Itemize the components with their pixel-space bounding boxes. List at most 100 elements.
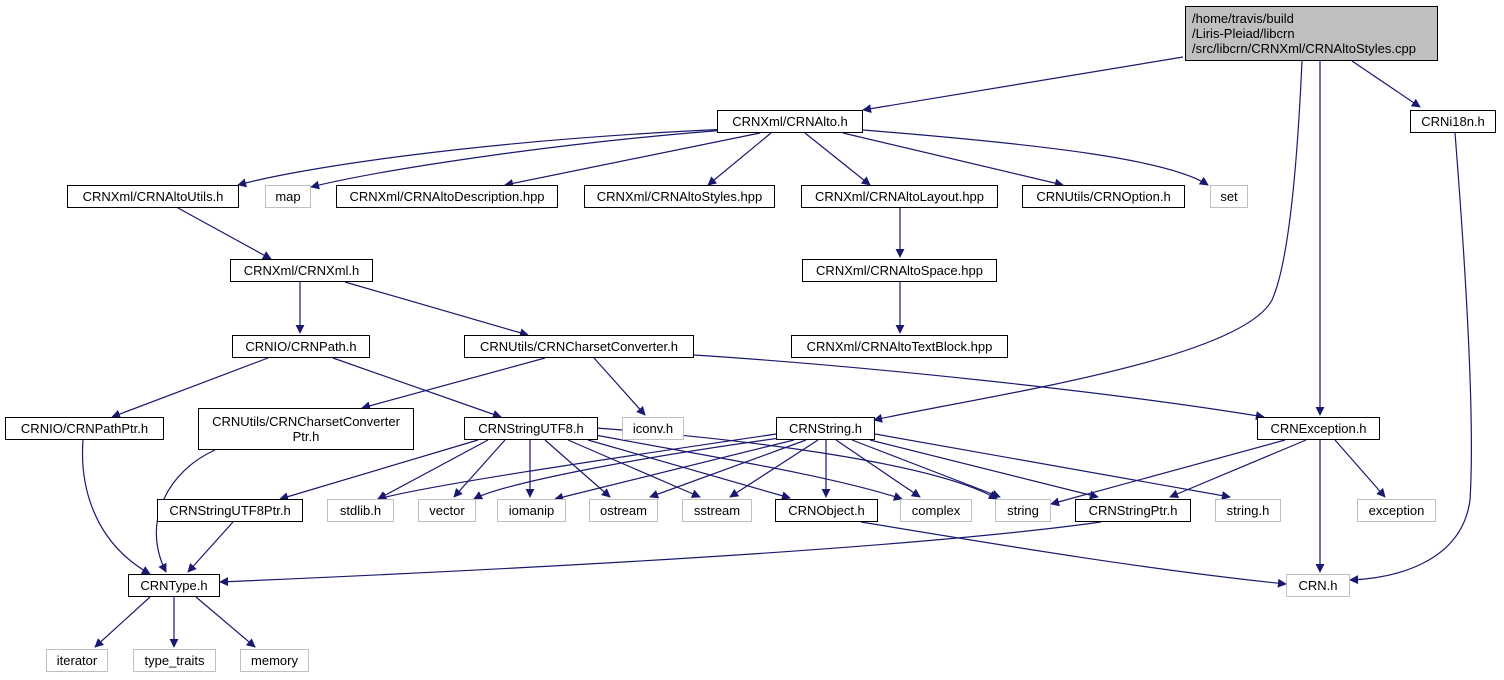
node-label: type_traits [144,653,205,668]
node-label: iterator [56,653,98,668]
edge-utf8ptr-type [187,521,234,573]
node-crnaltotextblock[interactable]: CRNXml/CRNAltoTextBlock.hpp [791,335,1008,358]
node-label: CRNXml/CRNAltoSpace.hpp [816,263,983,278]
node-crni18n[interactable]: CRNi18n.h [1410,110,1496,133]
node-iconv[interactable]: iconv.h [622,417,684,440]
node-label: CRNXml/CRNAltoStyles.hpp [596,189,763,204]
node-crnstringutf8ptr[interactable]: CRNStringUTF8Ptr.h [157,499,303,522]
edge-path-utf8 [332,357,502,419]
edge-alto-altolayout [804,132,871,186]
node-iomanip[interactable]: iomanip [497,499,566,522]
node-label: CRNType.h [140,578,208,593]
node-label: iconv.h [632,421,674,436]
edge-type-memory [195,596,256,648]
node-label: CRNUtils/CRNCharsetConverter.h [480,339,678,354]
edge-alto-altoutils [237,128,731,188]
node-label: sstream [693,503,741,518]
edge-crnstring-string [851,439,1001,499]
node-crnstringptr[interactable]: CRNStringPtr.h [1075,499,1191,522]
node-vector[interactable]: vector [418,499,476,522]
node-label: CRNString.h [789,421,862,436]
edge-crnstring-complex [835,439,921,498]
node-set[interactable]: set [1210,185,1248,208]
node-crnexception[interactable]: CRNException.h [1257,417,1380,440]
node-memory[interactable]: memory [240,649,309,672]
node-label: memory [251,653,298,668]
edge-utf8-object [587,439,791,501]
node-label: CRNException.h [1270,421,1367,436]
node-label: CRNXml/CRNAltoUtils.h [82,189,224,204]
edge-charset-exception [693,354,1265,421]
node-label: string.h [1226,503,1270,518]
node-label: exception [1368,503,1425,518]
node-crnoption[interactable]: CRNUtils/CRNOption.h [1022,185,1185,208]
node-label: map [275,189,301,204]
node-crn-h[interactable]: CRN.h [1286,574,1350,597]
node-crncharsetconverter[interactable]: CRNUtils/CRNCharsetConverter.h [464,335,694,358]
node-label: CRNIO/CRNPath.h [245,339,357,354]
node-sstream[interactable]: sstream [682,499,752,522]
edge-root-alto [862,56,1184,114]
node-crnxml[interactable]: CRNXml/CRNXml.h [230,259,373,282]
root-file-node: /home/travis/build /Liris-Pleiad/libcrn … [1185,6,1438,61]
node-label: set [1220,189,1238,204]
edge-root-i18n [1351,60,1421,108]
edge-charset-iconv [593,357,646,416]
edge-root-crnstring [873,60,1303,423]
edge-altoutils-xml [177,207,272,260]
node-crnpath[interactable]: CRNIO/CRNPath.h [232,335,370,358]
node-label: CRN.h [1298,578,1338,593]
node-label: complex [911,503,961,518]
node-string[interactable]: string [995,499,1051,522]
node-crntype[interactable]: CRNType.h [128,574,220,597]
node-crnstringutf8[interactable]: CRNStringUTF8.h [464,417,598,440]
edge-alto-option [842,132,1064,188]
node-label: CRNStringUTF8Ptr.h [169,503,291,518]
edge-object-crnh [860,521,1287,588]
edge-pathptr-type [81,439,151,575]
root-line-1: /home/travis/build [1192,11,1294,26]
node-crnaltoutils[interactable]: CRNXml/CRNAltoUtils.h [67,185,239,208]
edge-stringptr-type [219,521,1102,587]
edge-utf8-stdlib [377,439,489,500]
node-crncharsetconverterptr[interactable]: CRNUtils/CRNCharsetConverter Ptr.h [198,408,414,450]
edge-utf8-ostream [544,439,611,498]
node-label: iomanip [508,503,555,518]
node-crnpathptr[interactable]: CRNIO/CRNPathPtr.h [5,417,164,440]
node-exception-std[interactable]: exception [1357,499,1436,522]
node-label: CRNStringPtr.h [1088,503,1178,518]
node-stdlib[interactable]: stdlib.h [327,499,394,522]
node-label: string [1007,503,1039,518]
node-crnaltolayout[interactable]: CRNXml/CRNAltoLayout.hpp [801,185,998,208]
node-complex[interactable]: complex [900,499,972,522]
node-crnaltostyles-hpp[interactable]: CRNXml/CRNAltoStyles.hpp [584,185,775,208]
edge-crnstring-stdlib [377,433,777,502]
node-crnaltodescription[interactable]: CRNXml/CRNAltoDescription.hpp [336,185,558,208]
node-crnalto[interactable]: CRNXml/CRNAlto.h [717,110,863,133]
edge-utf8-sstream [567,439,701,498]
node-label: CRNUtils/CRNOption.h [1036,189,1171,204]
edge-path-pathptr [111,357,269,419]
node-type-traits[interactable]: type_traits [133,649,216,672]
node-label: CRNObject.h [788,503,865,518]
edge-crnstring-stringptr [869,439,1099,500]
node-crnaltospace[interactable]: CRNXml/CRNAltoSpace.hpp [802,259,997,282]
node-ostream[interactable]: ostream [589,499,658,522]
node-crnstring[interactable]: CRNString.h [776,417,875,440]
edge-crnstring-ostream [649,439,807,499]
node-crnobject[interactable]: CRNObject.h [775,499,878,522]
edge-exception-exceptionstd [1334,439,1386,498]
node-label: vector [429,503,465,518]
root-line-2: /Liris-Pleiad/libcrn [1192,26,1295,41]
edge-utf8-complex [589,433,903,501]
node-iterator[interactable]: iterator [46,649,108,672]
node-label: CRNStringUTF8.h [478,421,584,436]
edge-utf8-utf8ptr [279,439,479,501]
node-label: CRNXml/CRNAlto.h [732,114,848,129]
node-label: CRNIO/CRNPathPtr.h [20,421,149,436]
node-map[interactable]: map [265,185,311,208]
edge-alto-altodesc [504,132,761,188]
node-stringh[interactable]: string.h [1215,499,1281,522]
edge-exception-string [1050,439,1286,507]
